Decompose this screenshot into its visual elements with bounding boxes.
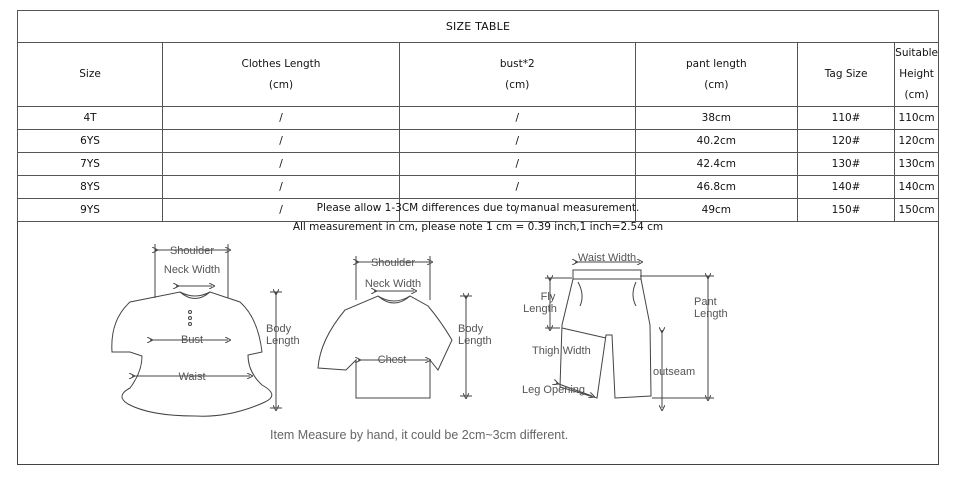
pants-fly-label: Fly [541, 291, 556, 303]
shirt-body-label: Body [458, 323, 484, 335]
cell: / [398, 152, 636, 176]
cell: / [162, 106, 400, 130]
header-pant-length: pant length(cm) [634, 42, 798, 107]
shirt-chest-label: Chest [378, 354, 407, 366]
dress-shoulder-label: Shoulder [170, 245, 214, 257]
cell: 140cm [894, 175, 939, 199]
cell: / [398, 198, 636, 222]
cell: 110cm [894, 106, 939, 130]
pants-outseam-label: outseam [653, 366, 695, 378]
cell: 46.8cm [634, 175, 798, 199]
cell: 4T [16, 106, 164, 130]
cell: 6YS [16, 129, 164, 153]
dress-bust-label: Bust [181, 334, 203, 346]
shirt-shoulder-label: Shoulder [371, 257, 415, 269]
cell: / [162, 152, 400, 176]
cell: 150cm [894, 198, 939, 222]
cell: 150# [796, 198, 896, 222]
dress-length-label: Length [266, 335, 300, 347]
cell: 49cm [634, 198, 798, 222]
pants-waist-label: Waist Width [578, 252, 636, 264]
shirt-neck-label: Neck Width [365, 278, 421, 290]
measure-disclaimer: Item Measure by hand, it could be 2cm~3c… [270, 428, 569, 442]
pants-pant-length-label: Length [694, 308, 728, 320]
shirt-diagram [317, 256, 472, 398]
shirt-length-label: Length [458, 335, 492, 347]
cell: 9YS [16, 198, 164, 222]
pants-diagram [545, 262, 714, 408]
dress-diagram [111, 244, 282, 417]
dress-waist-label: Waist [178, 371, 205, 383]
cell: 130cm [894, 152, 939, 176]
cell: 40.2cm [634, 129, 798, 153]
pants-pant-label: Pant [694, 296, 717, 308]
header-suitable-height: Suitable Height(cm) [894, 42, 939, 107]
cell: / [398, 129, 636, 153]
dress-body-label: Body [266, 323, 292, 335]
cell: 120# [796, 129, 896, 153]
measurement-notes: Please allow 1-3CM differences due to ma… [17, 199, 939, 237]
cell: 38cm [634, 106, 798, 130]
pants-thigh-label: Thigh Width [532, 345, 591, 357]
cell: 120cm [894, 129, 939, 153]
header-tag-size: Tag Size [796, 42, 896, 107]
pants-fly-length-label: Length [523, 303, 557, 315]
cell: / [162, 198, 400, 222]
cell: 140# [796, 175, 896, 199]
header-size: Size [16, 42, 164, 107]
pants-leg-label: Leg Opening [522, 384, 585, 396]
note-line-1: Please allow 1-3CM differences due to ma… [316, 202, 640, 214]
table-header-row: Size Clothes Length(cm) bust*2(cm) pant … [16, 42, 939, 107]
dress-neck-label: Neck Width [164, 264, 220, 276]
note-line-2: All measurement in cm, please note 1 cm … [292, 221, 664, 233]
size-table: SIZE TABLE Size Clothes Length(cm) bust*… [16, 10, 939, 222]
